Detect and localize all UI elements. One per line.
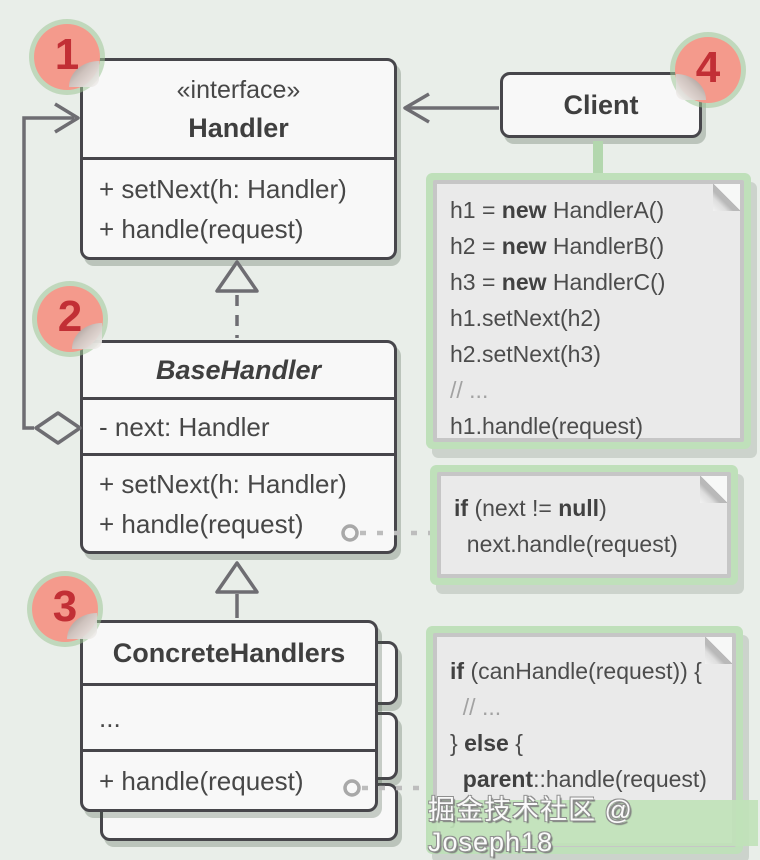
client-class-name: Client bbox=[563, 90, 639, 120]
base-handler-attributes-section: - next: Handler bbox=[83, 397, 394, 453]
base-handler-methods-section: + setNext(h: Handler) + handle(request) bbox=[83, 453, 394, 551]
client-title-section: Client bbox=[503, 75, 699, 135]
aggregation-line bbox=[22, 116, 74, 430]
base-handler-class-box: BaseHandler - next: Handler + setNext(h:… bbox=[80, 340, 397, 554]
code-line: h2.setNext(h3) bbox=[450, 341, 601, 367]
attribute-next: - next: Handler bbox=[99, 411, 270, 442]
method-handle: + handle(request) bbox=[99, 765, 304, 796]
handler-stereotype: «interface» bbox=[176, 76, 301, 104]
client-class-box: Client bbox=[500, 72, 702, 138]
concrete-handlers-title-section: ConcreteHandlers bbox=[83, 623, 375, 683]
method-setnext: + setNext(h: Handler) bbox=[99, 173, 347, 204]
code-line: h1 = new HandlerA() bbox=[450, 197, 665, 223]
badge-3: 3 bbox=[32, 576, 98, 642]
code-line: if (next != null) bbox=[454, 495, 607, 521]
watermark: 掘金技术社区 @ Joseph18 bbox=[428, 795, 758, 857]
handler-title-section: «interface» Handler bbox=[83, 61, 394, 157]
note-base-handle-code: if (next != null) next.handle(request) bbox=[437, 472, 731, 578]
code-line: parent::handle(request) bbox=[462, 766, 707, 792]
hollow-triangle-icon bbox=[215, 260, 259, 293]
code-line: // ... bbox=[450, 694, 502, 720]
dogear-icon bbox=[705, 637, 732, 664]
badge-2: 2 bbox=[37, 286, 103, 352]
dogear-icon bbox=[700, 476, 727, 503]
handler-methods-section: + setNext(h: Handler) + handle(request) bbox=[83, 157, 394, 257]
code-line: // ... bbox=[450, 377, 489, 403]
concrete-handlers-methods-section: + handle(request) bbox=[83, 749, 375, 809]
handler-class-name: Handler bbox=[188, 113, 289, 143]
concrete-handlers-attributes-section: ... bbox=[83, 683, 375, 749]
badge-4: 4 bbox=[675, 37, 741, 103]
concrete-handlers-class-box: ConcreteHandlers ... + handle(request) bbox=[80, 620, 378, 812]
badge-1: 1 bbox=[34, 24, 100, 90]
code-line: if (canHandle(request)) { bbox=[450, 658, 702, 684]
aggregation-diamond-icon bbox=[34, 411, 82, 445]
method-handle: + handle(request) bbox=[99, 508, 304, 539]
method-handle: + handle(request) bbox=[99, 213, 304, 244]
code-line: } else { bbox=[450, 730, 523, 756]
base-handler-title-section: BaseHandler bbox=[83, 343, 394, 397]
code-line: h2 = new HandlerB() bbox=[450, 233, 665, 259]
hollow-triangle-icon bbox=[215, 561, 259, 594]
open-arrowhead-icon bbox=[54, 102, 80, 134]
dogear-icon bbox=[713, 184, 740, 211]
method-setnext: + setNext(h: Handler) bbox=[99, 468, 347, 499]
code-line: h3 = new HandlerC() bbox=[450, 269, 666, 295]
base-handler-class-name: BaseHandler bbox=[155, 355, 322, 385]
code-line: next.handle(request) bbox=[454, 531, 678, 557]
attribute-ellipsis: ... bbox=[99, 702, 121, 733]
code-line: h1.setNext(h2) bbox=[450, 305, 601, 331]
handler-class-box: «interface» Handler + setNext(h: Handler… bbox=[80, 58, 397, 260]
open-arrowhead-icon bbox=[403, 92, 430, 124]
concrete-handlers-class-name: ConcreteHandlers bbox=[112, 638, 346, 668]
note-client-code: h1 = new HandlerA() h2 = new HandlerB() h3… bbox=[433, 180, 744, 442]
code-line: h1.handle(request) bbox=[450, 413, 644, 439]
